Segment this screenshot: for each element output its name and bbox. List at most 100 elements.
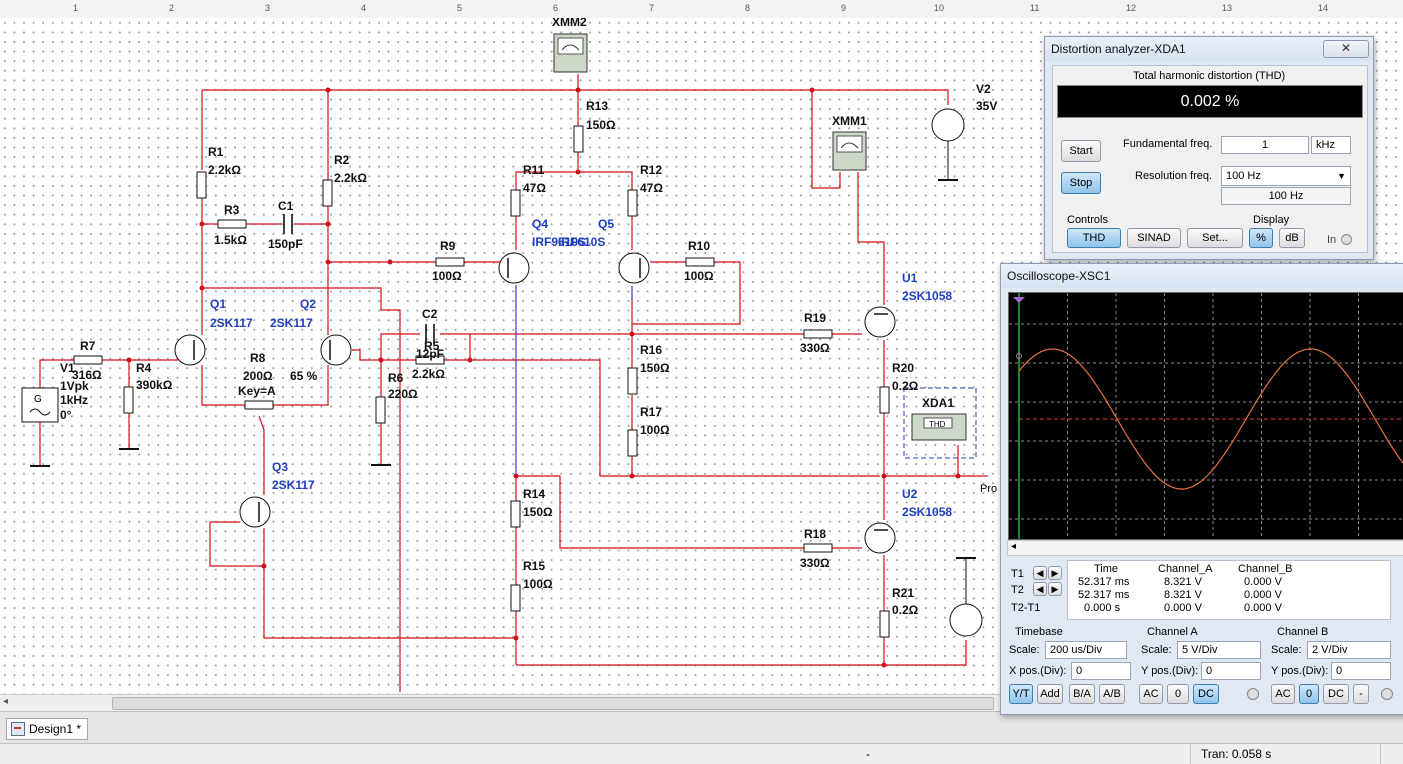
- t2-left-arrow-icon[interactable]: ◀: [1033, 582, 1047, 596]
- label-Q1-type: 2SK117: [210, 316, 253, 330]
- label-R6-val: 220Ω: [388, 387, 418, 401]
- scroll-left-icon[interactable]: ◂: [1011, 541, 1017, 552]
- timebase-scale-input[interactable]: 200 us/Div: [1045, 641, 1127, 659]
- distortion-analyzer-XDA1-symbol: [903, 387, 977, 459]
- cursor-readout-table: Time Channel_A Channel_B 52.317 ms 8.321…: [1067, 560, 1391, 620]
- label-V1-phase: 0°: [60, 408, 72, 422]
- horizontal-scrollbar[interactable]: ◂: [0, 694, 1000, 711]
- label-R13-val: 150Ω: [586, 118, 616, 132]
- input-terminal-icon[interactable]: [1341, 234, 1352, 245]
- label-R7: R7: [80, 339, 96, 353]
- resolution-freq-value: 100 Hz: [1226, 170, 1261, 182]
- ruler-tick: 4: [361, 3, 367, 13]
- channel-a-ypos-input[interactable]: 0: [1201, 662, 1261, 680]
- label-R12: R12: [640, 163, 662, 177]
- t2-t1-time: 0.000 s: [1084, 602, 1121, 614]
- thd-reading: 0.002 %: [1057, 85, 1363, 118]
- distortion-analyzer-titlebar[interactable]: Distortion analyzer-XDA1: [1045, 37, 1373, 61]
- label-Q1: Q1: [210, 297, 226, 311]
- scroll-left-icon[interactable]: ◂: [3, 696, 9, 707]
- oscilloscope-screen[interactable]: [1008, 292, 1403, 540]
- channel-a-zero-button[interactable]: 0: [1167, 684, 1189, 704]
- controls-group-label: Controls: [1067, 214, 1108, 226]
- channel-b-terminal-icon[interactable]: [1381, 688, 1393, 700]
- dc-source-V2: [931, 108, 965, 181]
- label-U1: U1: [902, 271, 918, 285]
- cursor-marker-icon[interactable]: [1013, 297, 1025, 303]
- resolution-freq-select[interactable]: 100 Hz ▼: [1221, 166, 1351, 186]
- start-button[interactable]: Start: [1061, 140, 1101, 162]
- channel-b-ac-button[interactable]: AC: [1271, 684, 1295, 704]
- t1-time: 52.317 ms: [1078, 576, 1130, 588]
- fundamental-freq-label: Fundamental freq.: [1123, 138, 1213, 150]
- resistor-bodies: [73, 125, 890, 638]
- distortion-analyzer-panel: Total harmonic distortion (THD) 0.002 % …: [1052, 65, 1368, 253]
- label-R20-val: 0.2Ω: [892, 379, 919, 393]
- oscilloscope-window[interactable]: Oscilloscope-XSC1 ◂ T1 T2 T2-T1 ◀ ▶ ◀ ▶ …: [1000, 263, 1403, 715]
- fundamental-freq-unit[interactable]: kHz: [1311, 136, 1351, 154]
- label-R18-val: 330Ω: [800, 556, 830, 570]
- label-R8-val: 200Ω: [243, 369, 273, 383]
- label-R15: R15: [523, 559, 545, 573]
- close-button[interactable]: ✕: [1323, 40, 1369, 58]
- ruler-tick: 11: [1030, 3, 1040, 13]
- t2-right-arrow-icon[interactable]: ▶: [1048, 582, 1062, 596]
- set-button[interactable]: Set...: [1187, 228, 1243, 248]
- percent-display-button[interactable]: %: [1249, 228, 1273, 248]
- top-ruler: 1 2 3 4 5 6 7 8 9 10 11 12 13 14: [0, 0, 1403, 19]
- label-U2: U2: [902, 487, 918, 501]
- channel-a-ac-button[interactable]: AC: [1139, 684, 1163, 704]
- ba-mode-button[interactable]: B/A: [1069, 684, 1095, 704]
- channel-a-scale-input[interactable]: 5 V/Div: [1177, 641, 1261, 659]
- status-transient-time: Tran: 0.058 s: [1190, 744, 1379, 764]
- channel-a-panel: Channel A Scale: 5 V/Div Y pos.(Div): 0 …: [1137, 624, 1265, 706]
- label-R19-val: 330Ω: [800, 341, 830, 355]
- ruler-tick: 10: [934, 3, 945, 13]
- sinad-mode-button[interactable]: SINAD: [1127, 228, 1181, 248]
- t1-right-arrow-icon[interactable]: ▶: [1048, 566, 1062, 580]
- scope-scrollbar[interactable]: ◂: [1007, 540, 1403, 556]
- channel-b-scale-input[interactable]: 2 V/Div: [1307, 641, 1391, 659]
- t2-label: T2: [1011, 584, 1024, 596]
- fundamental-freq-input[interactable]: 1: [1221, 136, 1309, 154]
- channel-b-dc-button[interactable]: DC: [1323, 684, 1349, 704]
- label-XDA1-face: THD: [929, 420, 946, 429]
- channel-b-zero-button[interactable]: 0: [1299, 684, 1319, 704]
- thd-heading: Total harmonic distortion (THD): [1133, 70, 1286, 82]
- channel-b-minus-button[interactable]: -: [1353, 684, 1369, 704]
- channel-b-ypos-input[interactable]: 0: [1331, 662, 1391, 680]
- label-R17: R17: [640, 405, 662, 419]
- dc-source-lower: [949, 557, 983, 637]
- scrollbar-thumb[interactable]: [112, 697, 994, 710]
- label-probe: Pro: [980, 483, 997, 495]
- t1-left-arrow-icon[interactable]: ◀: [1033, 566, 1047, 580]
- ruler-tick: 3: [265, 3, 271, 13]
- label-XMM1: XMM1: [832, 114, 867, 128]
- channel-a-terminal-icon[interactable]: [1247, 688, 1259, 700]
- resolution-freq-label: Resolution freq.: [1135, 170, 1213, 182]
- ruler-tick: 5: [457, 3, 463, 13]
- oscilloscope-titlebar[interactable]: Oscilloscope-XSC1: [1001, 264, 1403, 288]
- label-V1: V1: [60, 361, 75, 375]
- transistor-symbols: [174, 252, 896, 554]
- thd-mode-button[interactable]: THD: [1067, 228, 1121, 248]
- yt-mode-button[interactable]: Y/T: [1009, 684, 1033, 704]
- label-R10: R10: [688, 239, 710, 253]
- label-C2: C2: [422, 307, 438, 321]
- ruler-tick: 9: [841, 3, 847, 13]
- add-mode-button[interactable]: Add: [1037, 684, 1063, 704]
- label-Q3: Q3: [272, 460, 288, 474]
- db-display-button[interactable]: dB: [1279, 228, 1305, 248]
- cursor-selectors: T1 T2 T2-T1 ◀ ▶ ◀ ▶: [1007, 558, 1065, 620]
- multimeter-XMM2: [553, 33, 588, 73]
- xpos-input[interactable]: 0: [1071, 662, 1131, 680]
- stop-button[interactable]: Stop: [1061, 172, 1101, 194]
- channel-a-dc-button[interactable]: DC: [1193, 684, 1219, 704]
- distortion-analyzer-window[interactable]: Distortion analyzer-XDA1 ✕ Total harmoni…: [1044, 36, 1374, 260]
- ruler-tick: 12: [1126, 3, 1137, 13]
- tab-design1[interactable]: Design1 *: [6, 718, 89, 740]
- label-R1-val: 2.2kΩ: [208, 163, 241, 177]
- ab-mode-button[interactable]: A/B: [1099, 684, 1125, 704]
- timebase-scale-label: Scale:: [1009, 644, 1040, 656]
- ruler-tick: 13: [1222, 3, 1233, 13]
